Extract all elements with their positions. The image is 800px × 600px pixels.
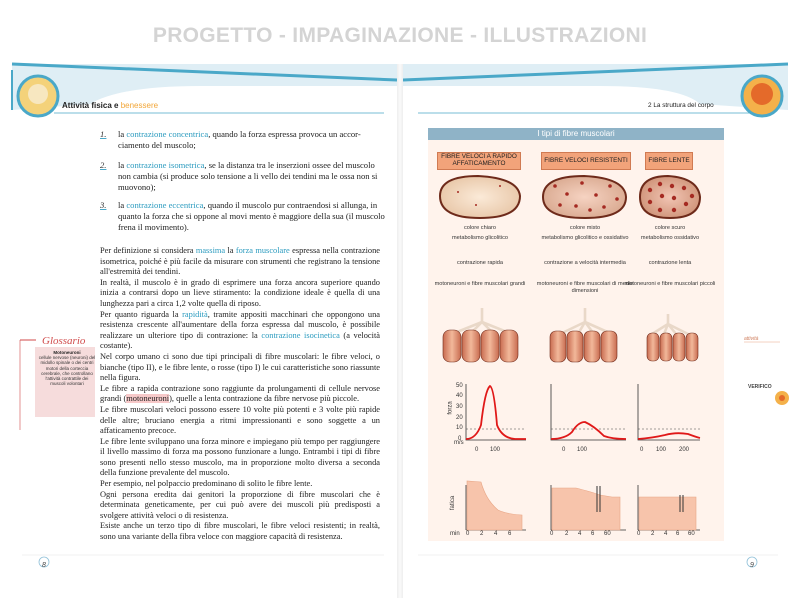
running-head-and: e: [111, 101, 121, 110]
tick-label: 0: [562, 447, 566, 453]
tick-label: 0: [637, 531, 641, 537]
column-header-slow: FIBRE LENTE: [645, 152, 693, 170]
figure-title-bar: [428, 128, 724, 140]
figure-title: I tipi di fibre muscolari: [537, 129, 615, 138]
glossary-title: Glossario: [42, 335, 86, 347]
tick-label: 50: [456, 383, 463, 389]
running-head-part1: Attività fisica: [62, 101, 112, 110]
term-isometric: contrazione isometrica: [126, 160, 205, 170]
page-number-right: 9: [750, 562, 754, 569]
tick-label: 2: [480, 531, 484, 537]
top-banner: PROGETTO - IMPAGINAZIONE - ILLUSTRAZIONI: [0, 0, 800, 60]
tick-label: 60: [604, 531, 611, 537]
tick-label: 6: [591, 531, 595, 537]
running-head-part2: benessere: [120, 101, 159, 110]
tick-label: 2: [565, 531, 569, 537]
tick-label: 4: [494, 531, 498, 537]
tick-label: 30: [456, 404, 463, 410]
page-number-left: 8: [42, 562, 46, 569]
caption-color: colore misto: [569, 225, 601, 231]
list-number: 3.: [100, 200, 107, 210]
glossary-box: [35, 347, 95, 417]
list-number: 2.: [100, 160, 107, 170]
column-header-fast-fatigue: FIBRE VELOCI A RAPIDO AFFATICAMENTO: [437, 152, 521, 170]
force-unit-label: m/s: [454, 440, 464, 446]
term-concentric: contrazione concentrica: [126, 129, 209, 139]
caption-color: colore scuro: [654, 225, 686, 231]
caption-contraction: contrazione rapida: [456, 260, 504, 266]
tick-label: 40: [456, 393, 463, 399]
page-gutter: [397, 64, 403, 598]
tick-label: 4: [664, 531, 668, 537]
tick-label: 0: [550, 531, 554, 537]
caption-neurons: motoneuroni e fibre muscolari grandi: [434, 281, 526, 287]
banner-title: PROGETTO - IMPAGINAZIONE - ILLUSTRAZIONI: [152, 24, 648, 47]
term-eccentric: contrazione eccentrica: [126, 200, 204, 210]
tick-label: 0: [458, 436, 462, 442]
verifico-label: VERIFICO: [748, 384, 772, 390]
glossary-text: Motoneuroni cellule nervose (neuroni) de…: [38, 350, 96, 386]
tick-label: 6: [508, 531, 512, 537]
caption-contraction: contrazione lenta: [648, 260, 692, 266]
side-note: attività: [744, 336, 759, 342]
body-text: Per definizione si considera massima la …: [100, 246, 381, 542]
caption-neurons: motoneuroni e fibre muscolari piccoli: [624, 281, 716, 287]
tick-label: 2: [651, 531, 655, 537]
tick-label: 100: [656, 447, 667, 453]
fatigue-unit-label: min: [450, 531, 460, 537]
caption-neurons: motoneuroni e fibre muscolari di medie d…: [536, 281, 634, 294]
tick-label: 200: [679, 447, 690, 453]
tick-label: 6: [676, 531, 680, 537]
tick-label: 4: [578, 531, 582, 537]
right-running-head: 2 La struttura del corpo: [648, 102, 714, 109]
tick-label: 0: [640, 447, 644, 453]
tick-label: 60: [688, 531, 695, 537]
tick-label: 20: [456, 415, 463, 421]
glossary-definition: cellule nervose (neuroni) del midollo sp…: [38, 355, 96, 387]
tick-label: 0: [475, 447, 479, 453]
tick-label: 100: [490, 447, 501, 453]
caption-metabolism: metabolismo glicolitico e ossidativo: [541, 235, 629, 241]
caption-metabolism: metabolismo ossidativo: [640, 235, 700, 241]
tick-label: 10: [456, 425, 463, 431]
caption-metabolism: metabolismo glicolitico: [452, 235, 508, 241]
caption-color: colore chiaro: [463, 225, 497, 231]
left-running-head: Attività fisica e benessere: [62, 101, 158, 110]
column-header-fast-resistant: FIBRE VELOCI RESISTENTI: [541, 152, 631, 170]
caption-contraction: contrazione a velocità intermedia: [544, 260, 626, 266]
list-number: 1.: [100, 129, 107, 139]
tick-label: 100: [577, 447, 588, 453]
glossary-term: Motoneuroni: [53, 350, 81, 355]
tick-label: 0: [466, 531, 470, 537]
term-motoneuroni: motoneuroni: [126, 394, 170, 404]
